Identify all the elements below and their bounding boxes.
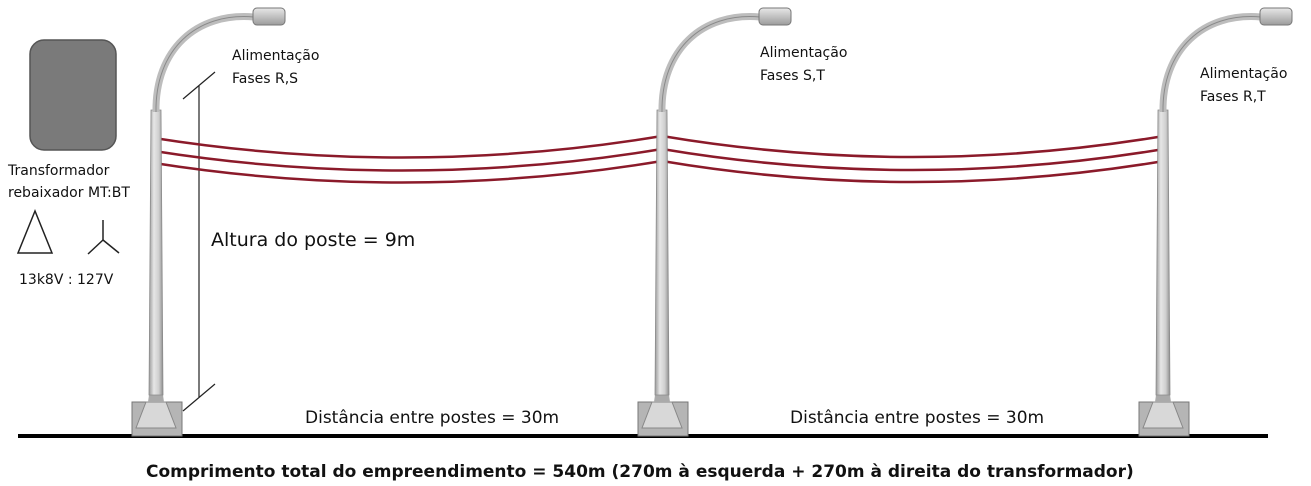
pole-1-feed-label: Alimentação bbox=[232, 48, 320, 64]
conductor-line bbox=[153, 159, 663, 184]
street-pole-2 bbox=[637, 7, 792, 437]
conductor-line bbox=[661, 159, 1165, 184]
pole-3-phases: Fases R,T bbox=[1200, 89, 1266, 105]
street-pole-1 bbox=[131, 7, 286, 437]
span-1-distance-label: Distância entre postes = 30m bbox=[305, 408, 560, 428]
street-pole-3 bbox=[1138, 7, 1293, 437]
conductor-line bbox=[661, 134, 1165, 159]
conductor-line bbox=[153, 134, 663, 159]
delta-icon bbox=[16, 209, 54, 254]
pole-3-feed-label: Alimentação bbox=[1200, 66, 1288, 82]
transformer-title-line1: Transformador bbox=[8, 163, 110, 179]
conductors bbox=[153, 134, 1165, 184]
transformer-ratio: 13k8V : 127V bbox=[19, 272, 114, 288]
wye-icon bbox=[87, 220, 120, 255]
total-length-label: Comprimento total do empreendimento = 54… bbox=[146, 462, 1134, 482]
transformer-title-line2: rebaixador MT:BT bbox=[8, 185, 130, 201]
pole-height-label: Altura do poste = 9m bbox=[211, 229, 416, 251]
conductor-line bbox=[153, 147, 663, 172]
conductor-line bbox=[661, 147, 1165, 172]
pole-2-phases: Fases S,T bbox=[760, 68, 825, 84]
height-dimension-line bbox=[182, 71, 216, 412]
span-2-distance-label: Distância entre postes = 30m bbox=[790, 408, 1045, 428]
pole-2-feed-label: Alimentação bbox=[760, 45, 848, 61]
transformer-icon bbox=[29, 39, 117, 151]
pole-1-phases: Fases R,S bbox=[232, 71, 299, 87]
